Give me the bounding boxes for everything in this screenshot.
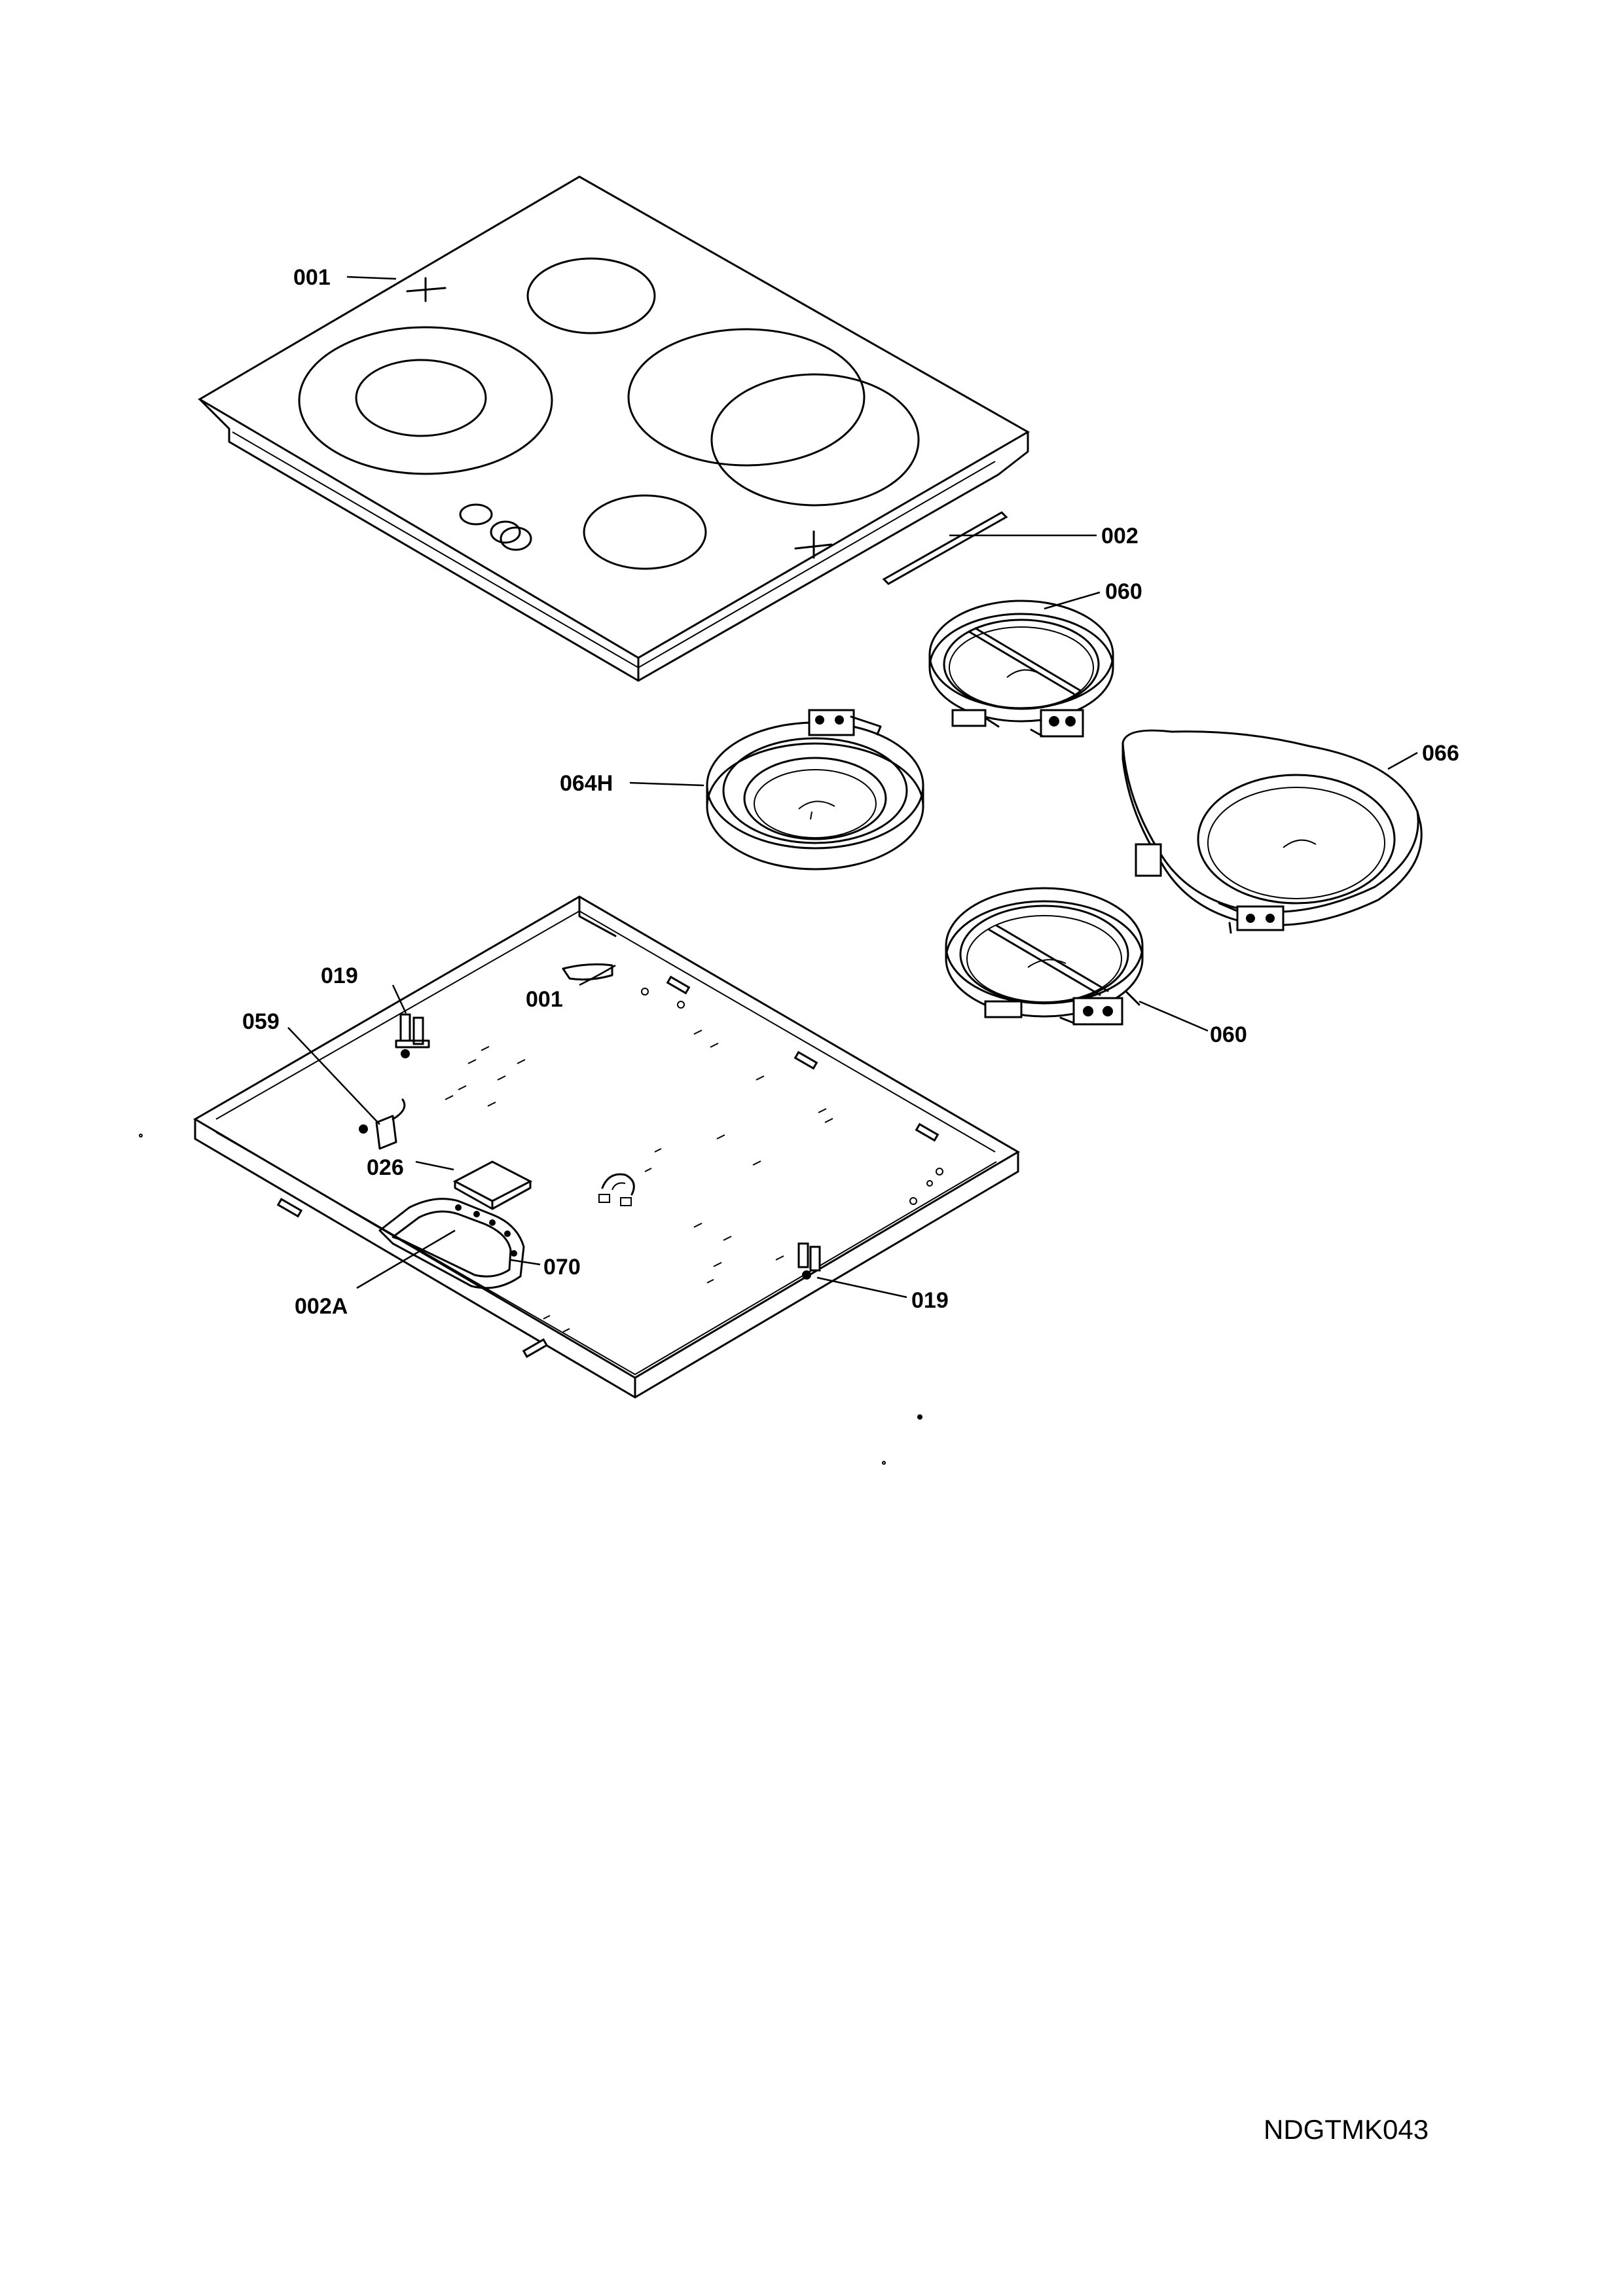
terminal-box-part (378, 1198, 525, 1289)
heater-left-part (706, 709, 924, 870)
glass-top-panel (198, 175, 1030, 682)
label-bracket-front: 019 (911, 1288, 949, 1313)
label-glass-top: 001 (293, 265, 331, 290)
seal-strip-part (882, 511, 1008, 585)
label-base-tray: 001 (526, 987, 563, 1012)
label-seal-strip: 002 (1101, 524, 1139, 548)
label-heater-rear-right: 060 (1105, 579, 1142, 604)
base-tray-part (193, 895, 1020, 1399)
insulation-pad-part (452, 1160, 533, 1210)
cable-clip-part (359, 1098, 406, 1150)
tray-embossed-features (445, 988, 943, 1333)
label-insulation-pad: 026 (367, 1155, 404, 1180)
label-seal-front: 002A (295, 1294, 348, 1319)
bracket-rear-part (395, 1013, 430, 1058)
label-heater-front-right: 060 (1210, 1022, 1247, 1047)
part-labels: 001 002 060 064H 066 060 019 059 001 026… (242, 265, 1459, 1319)
label-heater-left: 064H (560, 771, 613, 796)
bracket-front-part (797, 1242, 821, 1280)
label-terminal-box: 070 (543, 1255, 581, 1280)
label-cable-clip: 059 (242, 1009, 280, 1034)
heater-front-right-part (945, 887, 1144, 1026)
heater-rear-right-part (928, 600, 1114, 738)
heater-oval-part (1122, 729, 1423, 934)
leader-lines (287, 276, 1418, 1299)
document-code: NDGTMK043 (1264, 2114, 1429, 2145)
label-bracket-rear: 019 (321, 963, 358, 988)
label-heater-oval: 066 (1422, 741, 1459, 766)
